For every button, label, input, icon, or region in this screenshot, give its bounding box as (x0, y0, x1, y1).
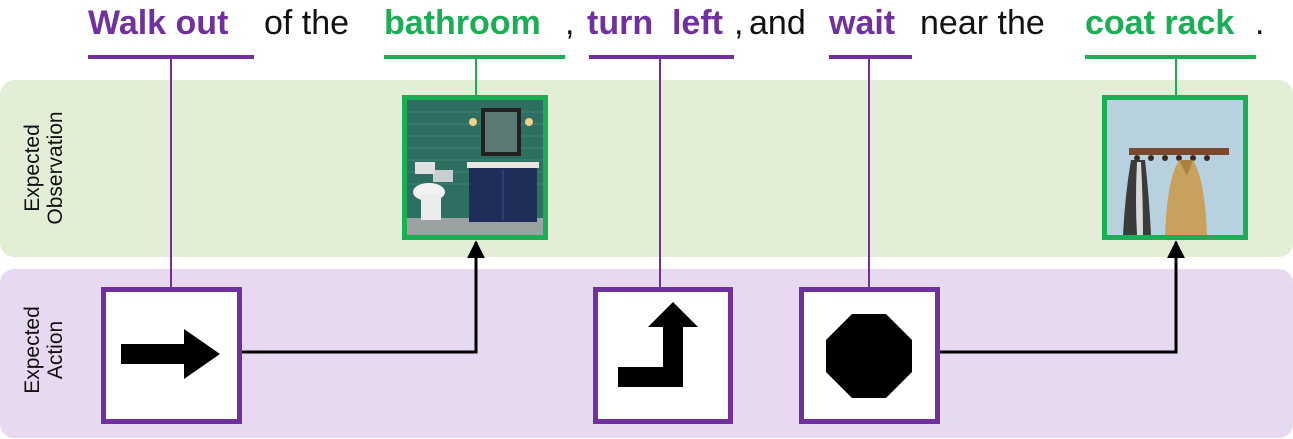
turn-left-arrow-icon (618, 302, 698, 387)
text-period: . (1255, 4, 1265, 42)
text-and: and (749, 4, 806, 42)
text-comma: , (565, 4, 575, 42)
turn-left-underline (589, 55, 734, 59)
walk-out-action-box (101, 287, 242, 424)
phrase-walk-out: Walk out (88, 4, 229, 42)
wait-action-box (799, 287, 940, 424)
text-near-the: near the (920, 4, 1045, 42)
wait-to-coat-rack-arrow (940, 240, 1185, 354)
text-of-the: of the (264, 4, 350, 42)
coat-rack-underline (1085, 55, 1256, 59)
bathroom-photo (407, 100, 543, 235)
bathroom-observation-box (402, 95, 548, 240)
turn-left-action-box (593, 287, 733, 424)
wait-underline (829, 55, 912, 59)
bathroom-underline (384, 55, 565, 59)
walk-out-to-bathroom-arrow (241, 240, 485, 354)
coat-rack-photo (1107, 100, 1243, 235)
text-comma: , (734, 4, 744, 42)
coat-rack-observation-box (1102, 95, 1248, 240)
octagon-stop-icon (826, 314, 912, 398)
expected-observation-band (0, 80, 1293, 257)
walk-out-underline (88, 55, 254, 59)
phrase-wait: wait (829, 4, 896, 42)
instruction-sentence: Walk out of the bathroom , turn left , a… (0, 0, 1293, 60)
phrase-turn-left: turn left (587, 4, 723, 42)
phrase-coat-rack: coat rack (1085, 4, 1235, 42)
arrow-right-icon (121, 329, 220, 379)
phrase-bathroom: bathroom (384, 4, 541, 42)
